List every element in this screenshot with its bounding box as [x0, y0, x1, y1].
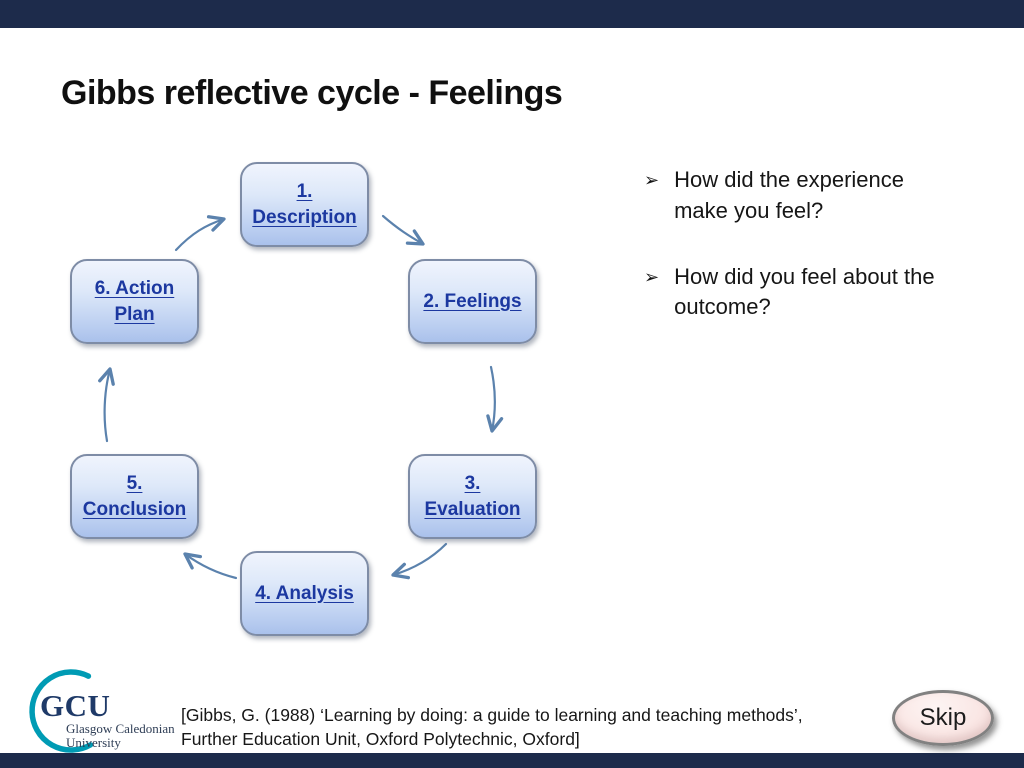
arrowhead-bullet-icon: ➢ — [644, 266, 660, 287]
skip-button[interactable]: Skip — [892, 690, 994, 746]
citation: [Gibbs, G. (1988) ‘Learning by doing: a … — [181, 704, 851, 751]
step-label: 6. Action — [94, 277, 175, 299]
page-title: Gibbs reflective cycle - Feelings — [61, 74, 563, 112]
logo-name-line1: Glasgow Caledonian — [66, 721, 175, 736]
cycle-step-feelings: 2. Feelings — [408, 259, 537, 344]
question-list: ➢ How did the experience make you feel? … — [644, 165, 944, 358]
arrowhead-bullet-icon: ➢ — [644, 170, 660, 190]
question-text: How did you feel about the outcome? — [674, 263, 935, 320]
step-label: 2. Feelings — [423, 290, 522, 312]
step-label: 5. — [126, 472, 143, 494]
cycle-step-evaluation: 3. Evaluation — [408, 454, 537, 539]
letterbox-bottom-bar — [0, 753, 1024, 768]
cycle-arrows — [98, 214, 504, 580]
arrow-actionplan-to-description — [174, 215, 226, 252]
cycle-step-action-plan: 6. Action Plan — [70, 259, 199, 344]
letterbox-top-bar — [0, 0, 1024, 28]
logo-swoosh-icon — [29, 669, 94, 753]
list-item: ➢ How did you feel about the outcome? — [644, 262, 944, 324]
step-label: Description — [252, 206, 357, 228]
step-label: Conclusion — [82, 498, 187, 520]
citation-line2: Further Education Unit, Oxford Polytechn… — [181, 728, 580, 749]
gcu-logo: GCU Glasgow Caledonian University — [14, 668, 184, 763]
citation-line1: [Gibbs, G. (1988) ‘Learning by doing: a … — [181, 705, 803, 725]
step-label: Plan — [114, 303, 155, 325]
step-label: 4. Analysis — [255, 582, 354, 604]
arrow-feelings-to-evaluation — [486, 365, 504, 433]
step-label: 3. — [464, 472, 481, 494]
arrow-analysis-to-conclusion — [183, 552, 238, 580]
arrow-conclusion-to-actionplan — [98, 367, 115, 443]
arrow-description-to-feelings — [381, 214, 425, 246]
arrow-evaluation-to-analysis — [391, 542, 448, 580]
logo-acronym: GCU — [40, 688, 111, 723]
list-item: ➢ How did the experience make you feel? — [644, 165, 944, 227]
step-label: 1. — [296, 180, 313, 202]
cycle-step-conclusion: 5. Conclusion — [70, 454, 199, 539]
skip-button-label: Skip — [919, 704, 967, 731]
step-label: Evaluation — [424, 498, 521, 520]
cycle-step-analysis: 4. Analysis — [240, 551, 369, 636]
logo-name-line2: University — [66, 735, 121, 750]
cycle-step-description: 1. Description — [240, 162, 369, 247]
question-text: How did the experience make you feel? — [674, 167, 905, 223]
